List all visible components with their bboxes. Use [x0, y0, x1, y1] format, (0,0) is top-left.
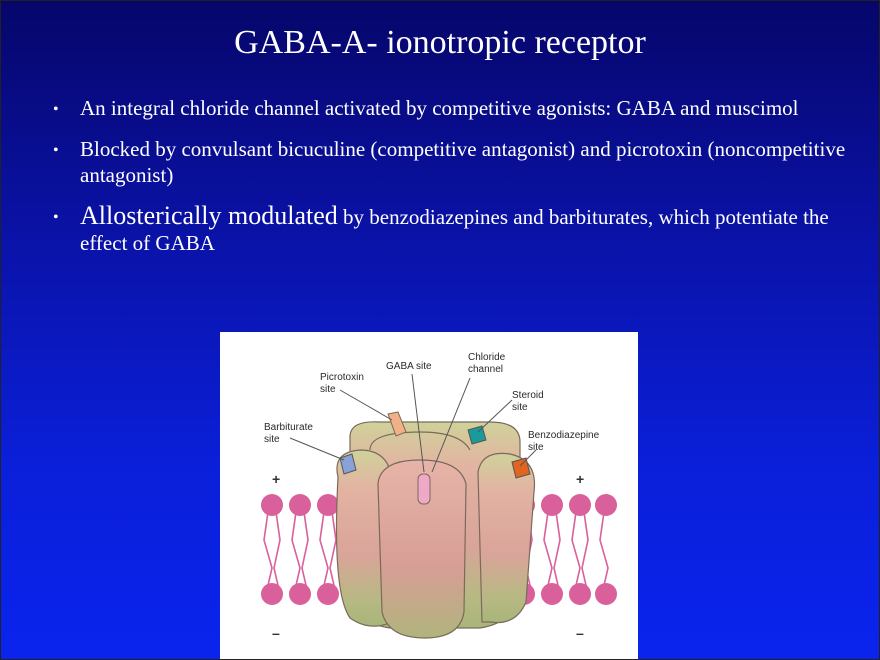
plus-sign-left: + — [272, 471, 280, 487]
membrane-heads-bottom — [261, 583, 617, 605]
steroid-label-1: Steroid — [512, 390, 544, 401]
benzodiazepine-site-marker — [511, 457, 531, 479]
minus-sign-left: – — [272, 625, 280, 641]
bullet-list: • An integral chloride channel activated… — [49, 95, 849, 271]
barbiturate-label-2: site — [264, 434, 280, 445]
picrotoxin-label-2: site — [320, 384, 336, 395]
bullet-text: by benzodiazepines and barbiturates, whi… — [80, 205, 829, 255]
chloride-label-2: channel — [468, 364, 503, 375]
gaba-site-marker — [417, 473, 431, 505]
receptor-diagram: Picrotoxin site GABA site Chloride chann… — [220, 332, 638, 659]
picrotoxin-site-marker — [387, 411, 407, 437]
bullet-icon: • — [53, 142, 59, 159]
receptor-protein — [335, 421, 536, 639]
leader-lines — [289, 373, 537, 473]
bullet-item: • Allosterically modulated by benzodiaze… — [49, 203, 849, 256]
benzodiazepine-label-1: Benzodiazepine — [528, 430, 600, 441]
bullet-icon: • — [53, 209, 59, 226]
barbiturate-site-marker — [339, 453, 357, 475]
chloride-site-marker — [467, 425, 487, 445]
gaba-site-label: GABA site — [386, 361, 432, 372]
picrotoxin-label-1: Picrotoxin — [320, 372, 364, 383]
bullet-item: • An integral chloride channel activated… — [49, 95, 849, 121]
bullet-lead-text: Allosterically modulated — [80, 201, 338, 230]
bullet-text: Blocked by convulsant bicuculine (compet… — [80, 137, 846, 187]
steroid-label-2: site — [512, 402, 528, 413]
plus-sign-right: + — [576, 471, 584, 487]
bullet-icon: • — [53, 101, 59, 118]
binding-sites — [339, 411, 531, 505]
receptor-illustration: Picrotoxin site GABA site Chloride chann… — [261, 352, 617, 641]
bullet-text: An integral chloride channel activated b… — [80, 96, 799, 120]
slide-title: GABA-A- ionotropic receptor — [234, 24, 646, 61]
bullet-item: • Blocked by convulsant bicuculine (comp… — [49, 136, 849, 188]
benzodiazepine-label-2: site — [528, 442, 544, 453]
barbiturate-label-1: Barbiturate — [264, 422, 313, 433]
chloride-label-1: Chloride — [468, 352, 506, 363]
minus-sign-right: – — [576, 625, 584, 641]
